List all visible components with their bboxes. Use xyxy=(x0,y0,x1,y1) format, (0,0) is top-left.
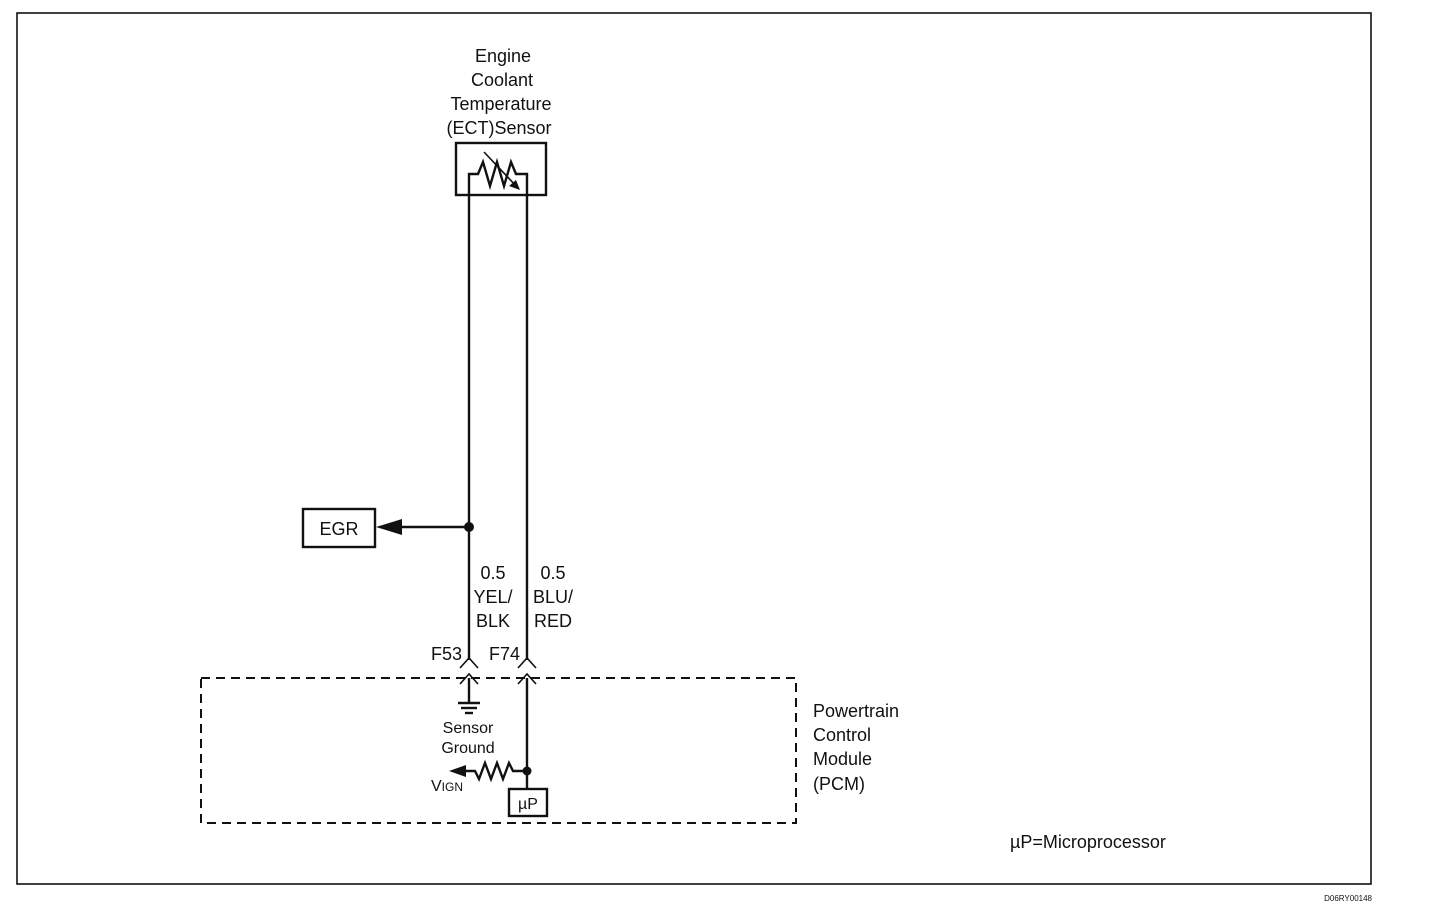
wire-left-color-top: YEL/ xyxy=(473,587,512,607)
egr-label: EGR xyxy=(319,519,358,539)
terminal-f53: F53 xyxy=(431,644,462,664)
sensor-title-line-4: (ECT)Sensor xyxy=(446,118,551,138)
wire-left-labels: 0.5 YEL/ BLK F53 xyxy=(431,563,513,664)
wire-right-labels: 0.5 BLU/ RED F74 xyxy=(489,563,573,664)
pcm-boundary xyxy=(200,677,797,824)
wire-right-color-top: BLU/ xyxy=(533,587,573,607)
pullup-resistor-icon xyxy=(462,759,527,783)
sensor-ground-line-1: Sensor xyxy=(443,720,494,737)
vign-label: VIGN xyxy=(431,778,463,795)
egr-arrow-head xyxy=(376,519,402,535)
document-code: D06RY00148 xyxy=(1324,894,1372,903)
pcm-label: Powertrain Control Module (PCM) xyxy=(813,701,899,794)
ground-icon xyxy=(458,701,480,715)
sensor-title-line-3: Temperature xyxy=(450,94,551,114)
wire-right-gauge: 0.5 xyxy=(540,563,565,583)
sensor-title-line-2: Coolant xyxy=(471,70,533,90)
egr-box xyxy=(301,507,377,549)
pcm-label-line-1: Powertrain xyxy=(813,701,899,721)
wire-right-color-bottom: RED xyxy=(534,611,572,631)
thermistor-arrow-head xyxy=(509,180,520,190)
diagram-frame xyxy=(16,12,1372,885)
connector-f53-icon xyxy=(459,656,479,685)
pcm-label-line-4: (PCM) xyxy=(813,774,865,794)
microprocessor-label: µP xyxy=(518,796,538,813)
microprocessor-legend: µP=Microprocessor xyxy=(1010,832,1166,852)
vign-label-main: V xyxy=(431,778,442,795)
ect-sensor-title: Engine Coolant Temperature (ECT)Sensor xyxy=(446,46,551,138)
ect-sensor xyxy=(454,141,548,197)
pcm-label-line-2: Control xyxy=(813,725,871,745)
connector-f74-icon xyxy=(517,656,537,685)
terminal-f74: F74 xyxy=(489,644,520,664)
thermistor-arrow-line xyxy=(483,151,519,189)
vign-label-sub: IGN xyxy=(442,780,463,794)
thermistor-symbol xyxy=(467,157,529,195)
vign-arrow-head xyxy=(449,765,466,777)
wire-left-gauge: 0.5 xyxy=(480,563,505,583)
sensor-title-line-1: Engine xyxy=(475,46,531,66)
microprocessor-box xyxy=(507,787,549,818)
pcm-label-line-3: Module xyxy=(813,749,872,769)
wire-left-color-bottom: BLK xyxy=(476,611,510,631)
sensor-ground-line-2: Ground xyxy=(441,740,494,757)
